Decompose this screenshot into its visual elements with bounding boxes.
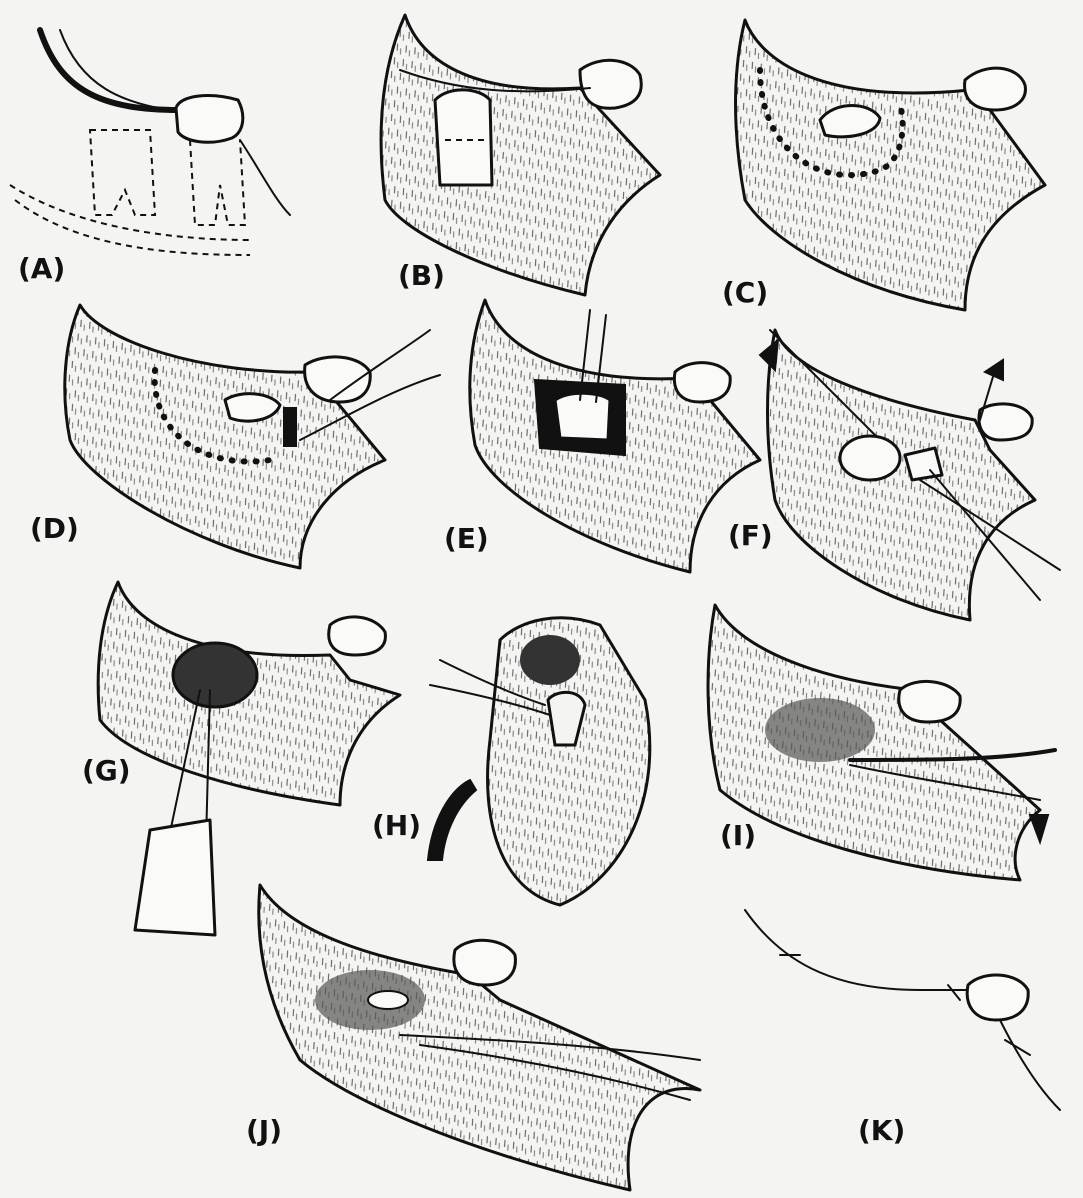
mandible-flap [381,15,660,295]
panel-label-j: (J) [246,1114,282,1147]
mandible-flap [736,20,1045,310]
panel-label-e: (E) [444,522,489,555]
panel-label-h: (H) [372,809,421,842]
panel-a: (A) [10,30,290,285]
panel-e: (E) [444,300,760,572]
panel-d: (D) [30,305,440,568]
panel-label-i: (I) [720,819,756,852]
panel-label-c: (C) [722,276,768,309]
mandible-flap [259,885,700,1190]
impacted-tooth-outline [90,130,155,215]
panel-h: (H) [372,618,650,905]
panel-label-b: (B) [398,259,445,292]
panel-label-a: (A) [18,252,65,285]
panel-k: (K) [745,910,1060,1147]
panel-c: (C) [722,20,1045,310]
panel-b: (B) [381,15,660,295]
handpiece [135,820,215,935]
panel-i: (I) [708,605,1055,880]
panel-label-k: (K) [858,1114,905,1147]
panel-j: (J) [246,885,700,1190]
mandible-flap [65,305,385,568]
panel-label-g: (G) [82,754,131,787]
panel-g: (G) [82,582,400,935]
erupted-molar [176,96,243,143]
panel-label-d: (D) [30,512,79,545]
mandible-flap [708,605,1040,880]
panel-f: (F) [728,330,1060,620]
panel-label-f: (F) [728,519,773,552]
